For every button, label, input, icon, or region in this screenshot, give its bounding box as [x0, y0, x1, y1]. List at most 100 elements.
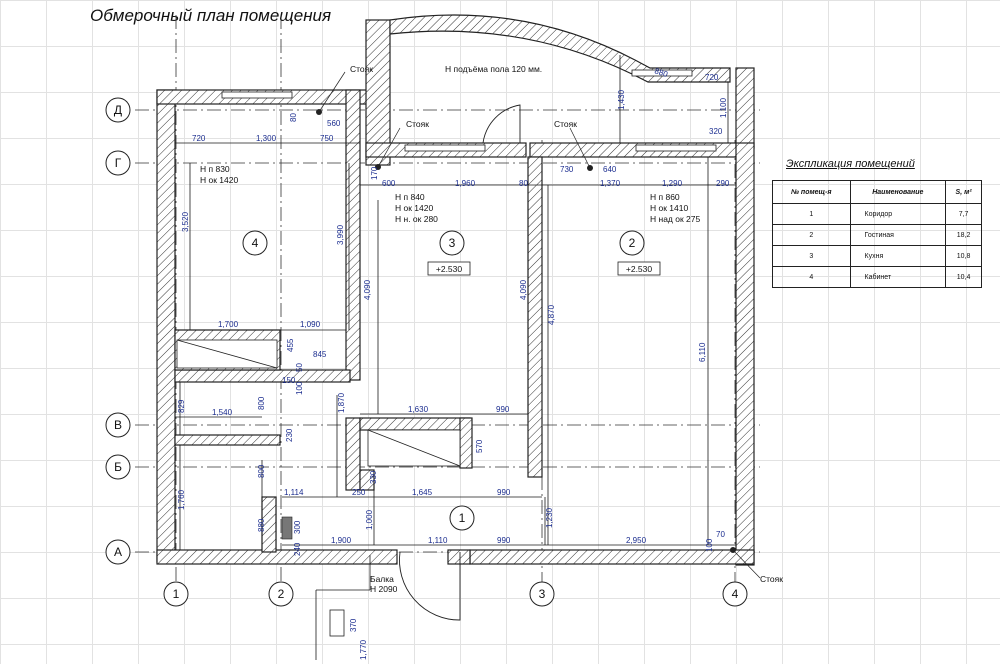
column-header: Наименование [849, 180, 947, 204]
dim-text: 6,110 [698, 342, 707, 362]
dim-text: 600 [382, 179, 396, 188]
window-note: Н ок 1420 [395, 203, 433, 213]
dim-text: 4,090 [519, 279, 528, 300]
beam-height: Н 2090 [370, 584, 398, 594]
axis-row-label: А [114, 545, 122, 559]
beam-label: Балка [370, 574, 394, 584]
floor-rise-note: Н подъёма пола 120 мм. [445, 64, 542, 74]
dim-text: 80 [519, 179, 528, 188]
dim-text: 1,760 [177, 489, 186, 510]
window-note: Н п 830 [200, 164, 230, 174]
dim-text: 990 [497, 488, 511, 497]
dim-text: 3,990 [336, 224, 345, 245]
dim-text: 570 [475, 439, 484, 453]
dim-text: 720 [705, 73, 719, 82]
drawing-title: Обмерочный план помещения [90, 6, 332, 25]
dim-text: 1,090 [300, 320, 321, 329]
dim-text: 150 [282, 376, 296, 385]
axis-col-label: 2 [278, 587, 285, 601]
table-cell: 4 [772, 266, 851, 288]
table-cell: 3 [772, 245, 851, 267]
table-cell: Коридор [849, 203, 947, 225]
dimension-texts: 720 1,300 750 560 80 600 1,960 80 170 73… [177, 66, 730, 660]
dim-text: 1,110 [428, 536, 448, 545]
interior-boxes [176, 339, 461, 540]
dim-text: 100 [295, 381, 304, 395]
dim-text: 370 [349, 618, 358, 632]
dim-text: 730 [560, 165, 574, 174]
room-number: 4 [252, 236, 259, 250]
dim-text: 250 [352, 488, 366, 497]
dim-text: 1,370 [600, 179, 621, 188]
dim-text: 1,960 [455, 179, 476, 188]
dim-text: 50 [295, 363, 304, 372]
dim-text: 1,540 [212, 408, 233, 417]
table-cell: 10,4 [945, 266, 982, 288]
window-note: Н п 860 [650, 192, 680, 202]
notes: Н подъёма пола 120 мм. Стояк Стояк Стояк… [200, 64, 783, 594]
dim-text: 320 [709, 127, 723, 136]
table-row: 2 Гостиная 18,2 [772, 224, 982, 246]
dim-text: 880 [653, 66, 669, 79]
dim-text: 880 [257, 518, 266, 532]
room-bubbles [242, 230, 661, 531]
dim-text: 2,950 [626, 536, 647, 545]
dim-text: 1,870 [337, 392, 346, 413]
column-header: № помещ-я [772, 180, 851, 204]
axis-labels: Д Г В Б А 1 2 3 4 [114, 103, 739, 601]
dim-text: 750 [320, 134, 334, 143]
dim-text: 330 [369, 470, 378, 484]
doors [399, 104, 521, 621]
riser-label: Стояк [760, 574, 783, 584]
table-cell: 18,2 [945, 224, 982, 246]
axis-col-label: 4 [732, 587, 739, 601]
axis-row-label: Д [114, 103, 122, 117]
dim-text: 800 [257, 396, 266, 410]
dim-text: 1,230 [545, 507, 554, 528]
dim-text: 1,900 [331, 536, 352, 545]
dim-text: 230 [285, 428, 294, 442]
table-cell: Кухня [849, 245, 947, 267]
dim-text: 240 [293, 542, 302, 556]
dim-text: 720 [192, 134, 206, 143]
dim-text: 1,100 [719, 97, 728, 118]
dim-text: 1,645 [412, 488, 433, 497]
window-note: Н п 840 [395, 192, 425, 202]
dim-text: 80 [289, 113, 298, 122]
dim-text: 290 [716, 179, 730, 188]
dim-text: 455 [286, 338, 295, 352]
table-cell: Гостиная [849, 224, 947, 246]
table-cell: 1 [772, 203, 851, 225]
axis-row-label: Г [115, 156, 122, 170]
room-number: 1 [459, 511, 466, 525]
table-cell: 10,8 [945, 245, 982, 267]
dim-text: 300 [293, 520, 302, 534]
dim-text: 4,870 [547, 304, 556, 325]
dim-text: 990 [497, 536, 511, 545]
windows [221, 69, 717, 152]
dim-text: 560 [327, 119, 341, 128]
explication-table: № помещ-я Наименование S, м² 1 Коридор 7… [772, 180, 982, 288]
riser-label: Стояк [406, 119, 429, 129]
dim-text: 845 [313, 350, 327, 359]
dim-text: 640 [603, 165, 617, 174]
dim-text: 1,770 [359, 639, 368, 660]
dim-text: 829 [177, 399, 186, 413]
room-level: +2.530 [436, 264, 463, 274]
dim-text: 990 [496, 405, 510, 414]
dim-text: 800 [257, 464, 266, 478]
riser-markers [316, 71, 761, 579]
axis-col-label: 3 [539, 587, 546, 601]
axis-bubbles [105, 97, 748, 607]
table-row: 1 Коридор 7,7 [772, 203, 982, 225]
dim-text: 1,290 [662, 179, 683, 188]
table-cell: 2 [772, 224, 851, 246]
table-cell: Кабинет [849, 266, 947, 288]
riser-label: Стояк [554, 119, 577, 129]
window-note: Н н. ок 280 [395, 214, 438, 224]
dim-text: 1,000 [365, 509, 374, 530]
dim-text: 70 [716, 530, 725, 539]
explication-title: Экспликация помещений [786, 158, 915, 170]
